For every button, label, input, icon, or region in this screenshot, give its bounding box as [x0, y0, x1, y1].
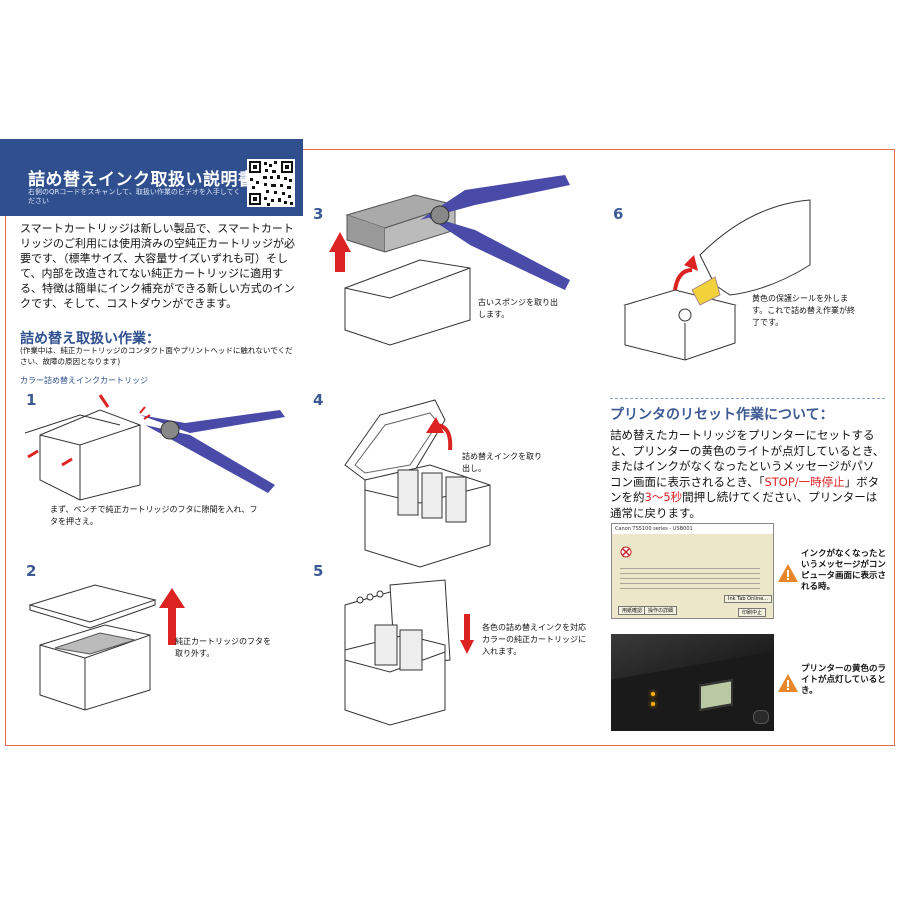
warning-text-1: インクがなくなったというメッセージがコンピュータ画面に表示される時。 — [801, 549, 887, 592]
qr-code[interactable] — [247, 159, 295, 207]
page-subtitle: 右側のQRコードをスキャンして、取扱い作業のビデオを入手してください — [28, 188, 241, 205]
dialog-body — [620, 546, 760, 590]
step-4-caption: 詰め替えインクを取り出し。 — [462, 452, 542, 473]
step-2-caption: 純正カートリッジのフタを取り外す。 — [175, 637, 271, 658]
step-5-illustration — [344, 579, 451, 726]
warning-icon — [778, 674, 798, 692]
warning-icon — [778, 564, 798, 582]
ok-button[interactable] — [753, 710, 769, 724]
reset-body-text-3: 間押し続けてください、プリンターは通常に戻ります。 — [610, 490, 878, 520]
section-title: 詰め替え取扱い作業： — [20, 331, 160, 347]
press-duration: 3～5秒 — [644, 490, 683, 504]
divider-line — [610, 398, 885, 399]
dialog-text-lines — [620, 566, 760, 590]
step-3-number: 3 — [313, 205, 324, 223]
dialog-btn-online[interactable]: Ink Tab Online... — [724, 595, 773, 603]
step-6-number: 6 — [613, 205, 624, 223]
step-5-caption: 各色の詰め替えインクを対応カラーの純正カートリッジに入れます。 — [482, 623, 586, 656]
step-1-caption: まず、ペンチで純正カートリッジのフタに隙間を入れ、フタを押さえ。 — [50, 505, 258, 526]
step-1-illustration — [24, 394, 285, 501]
content-frame — [5, 149, 895, 746]
panel-surface — [611, 644, 774, 731]
error-icon — [620, 546, 632, 558]
step-6-illustration — [623, 199, 811, 361]
reset-body-text-1: 詰め替えたカートリッジをプリンターにセットすると、プリンターの黄色のライトが点灯… — [610, 428, 885, 489]
caution-note: (作業中は、純正カートリッジのコンタクト面やプリントヘッドに触れないでください、… — [20, 346, 293, 366]
down-arrow-icon — [460, 614, 474, 654]
error-dialog-screenshot: Canon TS5100 series - USB001 用紙確認 操作の詳細 … — [611, 523, 774, 619]
step-2-number: 2 — [26, 562, 37, 580]
intro-text: スマートカートリッジは新しい製品で、スマートカートリッジのご利用には使用済みの空… — [20, 222, 295, 310]
reset-body-text-2: 」ボタンを約 — [610, 474, 880, 505]
header-banner: 詰め替えインク取扱い説明書 右側のQRコードをスキャンして、取扱い作業のビデオを… — [0, 139, 303, 216]
step-5-number: 5 — [313, 562, 324, 580]
stop-button-label: STOP/一時停止 — [764, 474, 845, 489]
color-cartridge-label: カラー詰め替えインクカートリッジ — [20, 376, 148, 385]
warning-text-2: プリンターの黄色のライトが点灯しているとき。 — [801, 664, 887, 696]
dialog-title-bar: Canon TS5100 series - USB001 — [612, 524, 773, 534]
step-4-illustration — [344, 399, 491, 568]
printer-panel-photo — [611, 634, 774, 731]
yellow-light-2 — [651, 702, 655, 706]
step-3-caption: 古いスポンジを取り出します。 — [478, 298, 558, 319]
reset-title: プリンタのリセット作業について： — [610, 407, 834, 423]
dialog-btn-check[interactable]: 用紙確認 — [618, 606, 647, 615]
page-title: 詰め替えインク取扱い説明書 — [28, 170, 256, 190]
yellow-light — [651, 692, 655, 696]
step-1-number: 1 — [26, 391, 37, 409]
step-4-number: 4 — [313, 391, 324, 409]
step-6-caption: 黄色の保護シールを外します。これで詰め替え作業が終了です。 — [752, 294, 855, 327]
reset-body: 詰め替えたカートリッジをプリンターにセットすると、プリンターの黄色のライトが点灯… — [610, 428, 885, 521]
dialog-btn-cancel[interactable]: 印刷中止 — [738, 608, 767, 617]
step-3-illustration — [329, 175, 570, 346]
dialog-btn-detail[interactable]: 操作の詳細 — [644, 606, 678, 615]
step-2-illustration — [28, 584, 185, 711]
